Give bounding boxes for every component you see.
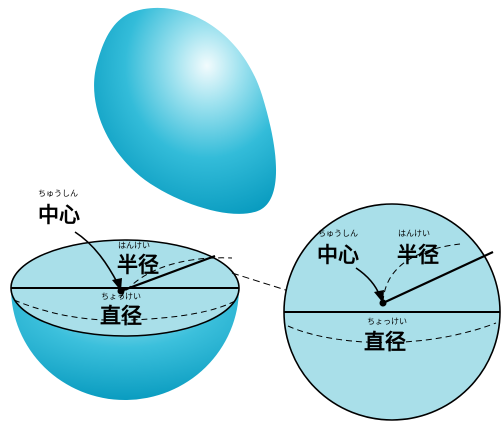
magnified-center-label: 中心 [317, 243, 359, 267]
magnified-dashed-radius-arc [382, 243, 461, 303]
magnified-dashed-diameter-arc [287, 322, 497, 344]
magnified-center-arrowhead [374, 290, 384, 303]
connector-dashed-line [231, 272, 293, 293]
magnified-center-ruby: ちゅうしん [318, 229, 358, 238]
bowl-radius-ruby: はんけい [118, 241, 150, 250]
upper-hemisphere [94, 7, 277, 214]
magnified-diameter-label: 直径 [364, 330, 406, 354]
bowl-center-ruby: ちゅうしん [38, 189, 78, 198]
bowl-center-label: 中心 [38, 203, 80, 227]
magnified-radius-label: 半径 [397, 243, 439, 267]
bowl-center-arrow [74, 231, 119, 285]
bowl-diameter-ruby: ちょっけい [101, 292, 141, 301]
bowl-diameter-label: 直径 [100, 304, 142, 328]
bowl-center-arrowhead [112, 278, 122, 291]
bowl-dashed-diameter-arc [13, 299, 238, 321]
magnified-radius-line [382, 251, 494, 304]
magnified-diameter-ruby: ちょっけい [367, 317, 407, 326]
bowl-radius-label: 半径 [117, 253, 159, 277]
magnified-radius-ruby: はんけい [398, 229, 430, 238]
bowl-radius-line [120, 254, 216, 293]
